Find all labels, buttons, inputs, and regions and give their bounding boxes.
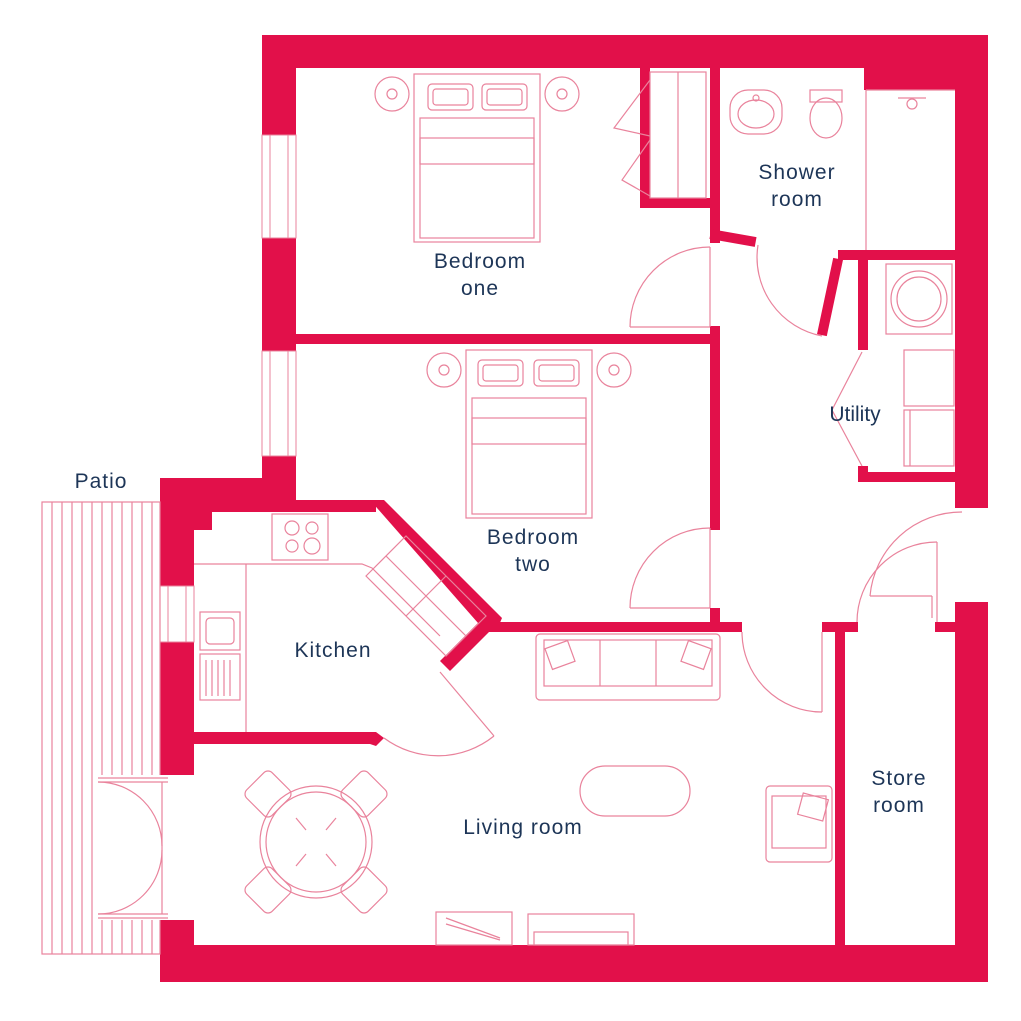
label-bedroom-two-line1: Bedroom: [486, 526, 580, 549]
fixtures: [194, 71, 955, 946]
window-bedroom-two: [261, 350, 297, 457]
wall-left-bed1-top: [262, 35, 296, 135]
wall-bottom: [160, 945, 988, 982]
wall-bed2-right-jamb: [710, 608, 720, 632]
label-bedroom-one: Bedroom one: [405, 248, 555, 302]
bed-bedroom-two: [426, 349, 632, 519]
wall-right-lower: [955, 602, 988, 982]
label-kitchen-line1: Kitchen: [294, 639, 372, 662]
armchair: [765, 785, 833, 863]
door-swings: [383, 244, 963, 757]
wall-store-top: [935, 622, 955, 632]
label-patio-line1: Patio: [74, 470, 128, 493]
door-utility: [831, 351, 863, 467]
label-store-room-line1: Store: [871, 767, 927, 790]
label-patio: Patio: [56, 468, 146, 495]
wall-left-kitchen-step: [194, 512, 212, 530]
shower-room-fixtures: [729, 89, 955, 250]
label-shower-room-line1: Shower: [758, 161, 836, 184]
label-living-room-line1: Living room: [463, 816, 583, 839]
wall-bedroom-divider: [296, 334, 720, 344]
patio-french-doors: [97, 775, 168, 920]
wall-kitchen-bottom-end: [370, 732, 384, 746]
window-kitchen: [159, 585, 195, 643]
dining-table: [244, 770, 388, 914]
wall-left-kitchen-mid: [160, 642, 194, 775]
label-bedroom-one-line1: Bedroom: [433, 250, 527, 273]
label-utility: Utility: [815, 401, 895, 428]
label-bedroom-two-line2: two: [515, 553, 551, 576]
label-store-room: Store room: [853, 765, 945, 819]
wall-left-kitchen-top: [160, 478, 194, 586]
walls: [160, 35, 988, 982]
door-store-room: [856, 541, 938, 623]
wall-left-bed1-mid: [262, 238, 296, 351]
label-kitchen: Kitchen: [273, 637, 393, 664]
label-utility-line1: Utility: [829, 403, 881, 426]
label-store-room-line2: room: [873, 794, 925, 817]
wall-shower-door-stub: [817, 257, 843, 337]
wall-kitchen-step: [296, 500, 376, 512]
kitchen-counters: [194, 513, 487, 732]
wall-utility-left: [858, 250, 868, 350]
wall-living-top: [496, 622, 742, 632]
label-bedroom-two: Bedroom two: [458, 524, 608, 578]
label-shower-room-line2: room: [771, 188, 823, 211]
window-bedroom-one: [261, 134, 297, 239]
wall-right-upper: [955, 35, 988, 508]
wall-shower-bottom-stub: [709, 229, 757, 247]
wall-kitchen-bottom: [194, 732, 376, 744]
wall-wardrobe-bottom: [640, 198, 720, 208]
wardrobe-bedroom-one: [612, 71, 707, 199]
wall-wardrobe-left: [640, 68, 650, 208]
wall-left-living-bottom: [160, 920, 194, 982]
utility-fixtures: [885, 263, 955, 467]
patio-decking: [41, 501, 161, 955]
tv-unit: [435, 911, 635, 946]
door-bedroom-two: [629, 527, 711, 609]
wall-bed2-right: [710, 334, 720, 530]
door-living-room: [741, 631, 823, 713]
label-bedroom-one-line2: one: [460, 277, 500, 300]
label-shower-room: Shower room: [737, 159, 857, 213]
door-bedroom-one: [629, 246, 711, 328]
wall-store-left: [835, 622, 845, 952]
label-living-room: Living room: [438, 814, 608, 841]
wall-shower-left: [710, 68, 720, 243]
bed-bedroom-one: [374, 73, 580, 243]
door-kitchen: [383, 735, 495, 757]
wall-utility-bottom: [858, 472, 955, 482]
door-corridor: [869, 511, 963, 597]
wall-shower-bottom: [838, 250, 955, 260]
coffee-table: [579, 765, 691, 817]
door-shower-room: [756, 244, 823, 337]
sofa: [535, 633, 721, 701]
